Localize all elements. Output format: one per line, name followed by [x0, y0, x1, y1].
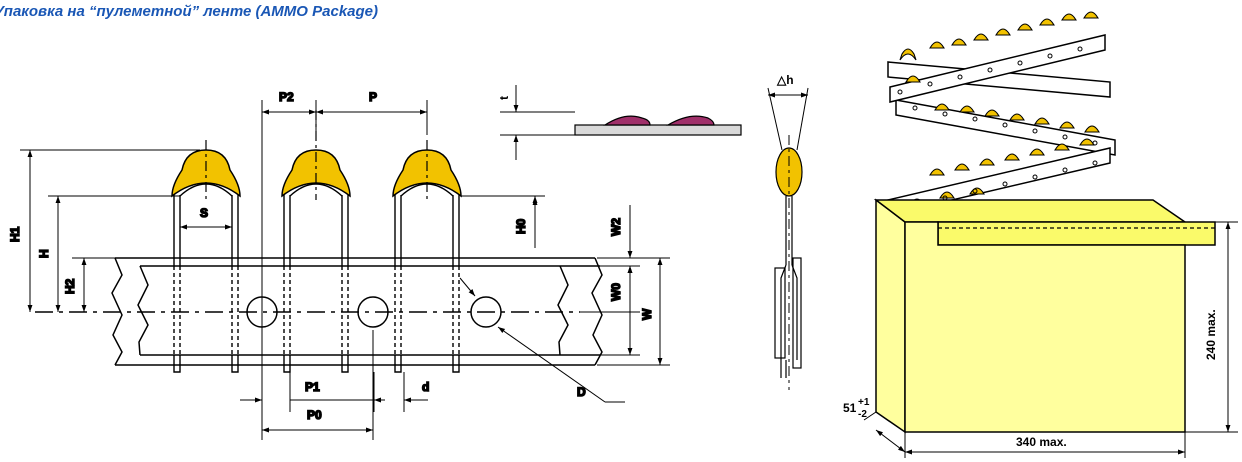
box-lid	[937, 221, 1216, 246]
label-box-depth-tol-minus: -2	[858, 409, 867, 420]
page-title: Упаковка на “пулеметной” ленте (AMMO Pac…	[0, 3, 379, 20]
thickness-view: t	[497, 85, 742, 160]
tape-strip	[111, 257, 603, 366]
label-w0: W0	[609, 283, 623, 301]
label-box-height: 240 max.	[1204, 309, 1218, 360]
capacitor-body	[392, 149, 462, 198]
label-h1: H1	[8, 226, 22, 242]
label-box-depth: 51	[843, 401, 857, 415]
capacitor-body	[171, 149, 241, 198]
tape-drawing: P2 P S H1 H H2 H0 W2 W0 W P1 P0 d D	[7, 89, 670, 440]
label-p1: P1	[305, 380, 320, 394]
label-h2: H2	[63, 278, 77, 294]
label-h: H	[37, 249, 51, 258]
label-box-width: 340 max.	[1016, 435, 1067, 449]
sprocket-hole	[357, 296, 389, 328]
component-leads	[173, 183, 460, 373]
label-p: P	[369, 90, 377, 104]
sprocket-hole	[470, 296, 502, 328]
label-box-depth-tol-plus: +1	[858, 397, 870, 408]
label-t: t	[497, 96, 511, 100]
label-delta-h: △h	[776, 73, 794, 87]
ammo-box: 240 max. 340 max. 51 +1 -2	[843, 11, 1238, 458]
label-d: d	[422, 380, 429, 394]
tape-fanfold	[887, 11, 1116, 216]
label-p2: P2	[279, 90, 294, 104]
side-view: △h	[767, 73, 809, 390]
box-back	[873, 199, 1188, 223]
label-p0: P0	[307, 408, 322, 422]
label-w2: W2	[609, 218, 623, 236]
capacitor-bodies	[171, 149, 462, 198]
label-h0: H0	[514, 218, 528, 234]
label-w: W	[640, 308, 654, 320]
box-side	[875, 198, 906, 434]
label-d-hole: D	[577, 385, 586, 399]
label-s: S	[200, 206, 208, 220]
box-front	[904, 221, 1186, 433]
